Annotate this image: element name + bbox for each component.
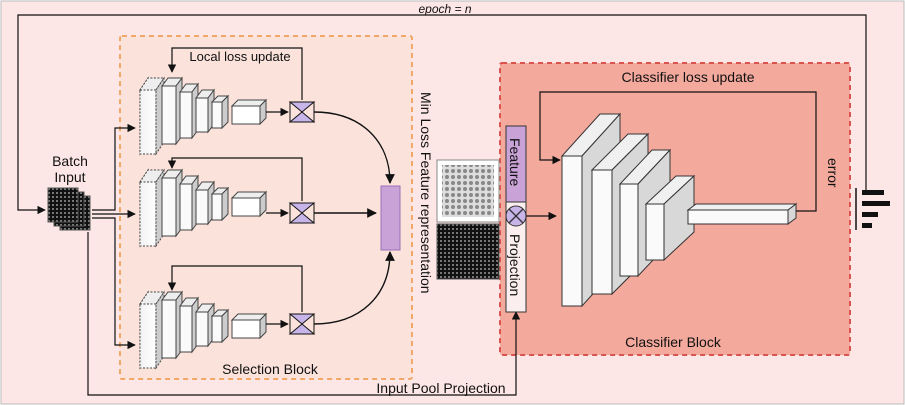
error-bars-icon <box>862 190 890 228</box>
input-pool-projection-arrow <box>87 232 521 396</box>
projected-digits-image <box>436 223 500 280</box>
branch-arrow-top <box>92 123 136 211</box>
batch-input-stack <box>47 187 91 231</box>
classifier-loss-update-label: Classifier loss update <box>621 69 754 85</box>
min-loss-feature-label: Min Loss Feature representation <box>418 92 434 294</box>
classifier-loss-loop <box>539 91 817 212</box>
selection-network-bottom <box>139 290 268 370</box>
branch-arrow-bottom <box>92 217 136 350</box>
projection-label: Projection <box>507 234 523 296</box>
local-loss-loop-middle <box>167 157 303 201</box>
feature-map-image <box>436 159 500 223</box>
local-loss-update-label: Local loss update <box>189 49 290 64</box>
input-pool-projection-label: Input Pool Projection <box>376 380 505 396</box>
classifier-block-label: Classifier Block <box>625 334 722 350</box>
valve-bottom <box>288 313 316 335</box>
feature-label: Feature <box>507 138 523 186</box>
selection-network-middle <box>139 168 268 248</box>
local-loss-loop-bottom <box>167 265 303 312</box>
batch-input-label-line2: Input <box>54 169 85 185</box>
valve-middle <box>288 202 316 224</box>
feature-projection-bar <box>505 125 527 203</box>
combine-operator-icon <box>505 205 527 227</box>
epoch-label: epoch = n <box>418 2 471 16</box>
local-loss-loop-top <box>167 47 303 100</box>
epoch-loop-arrow <box>17 14 867 215</box>
min-loss-aggregator <box>380 185 401 251</box>
top-to-aggregator-arrow <box>313 111 395 184</box>
batch-input-label-line1: Batch <box>52 153 88 169</box>
valve-top <box>288 101 316 123</box>
selection-network-top <box>139 76 268 156</box>
selection-block-label: Selection Block <box>222 361 319 377</box>
classifier-network <box>560 112 798 308</box>
error-label: error <box>825 158 841 188</box>
bottom-to-aggregator-arrow <box>313 251 395 325</box>
